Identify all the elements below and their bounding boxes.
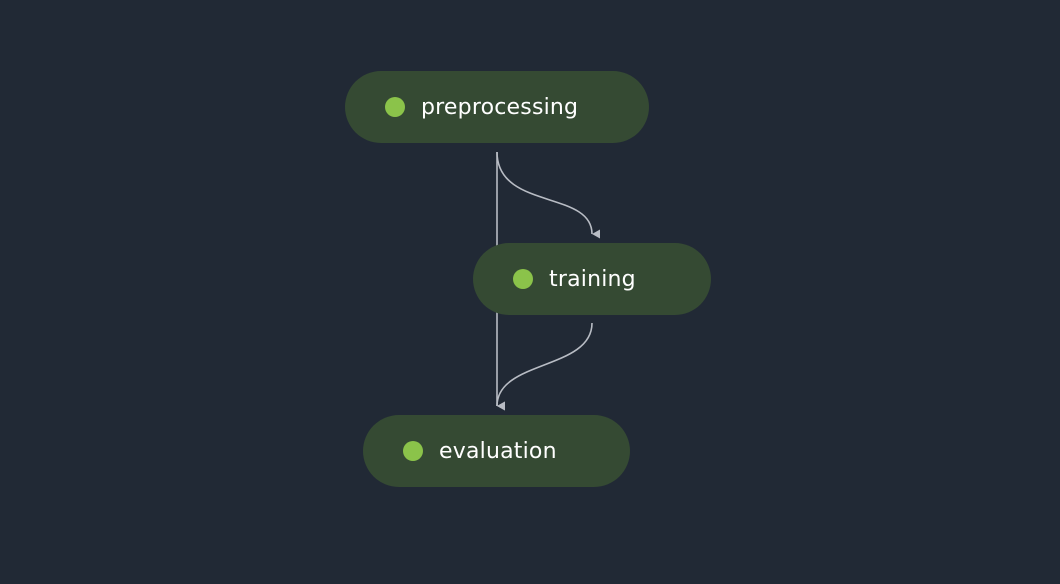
- edge-training-to-evaluation: [496, 322, 593, 411]
- node-training[interactable]: training: [473, 243, 711, 315]
- node-evaluation[interactable]: evaluation: [363, 415, 630, 487]
- node-label-preprocessing: preprocessing: [421, 94, 579, 120]
- node-preprocessing[interactable]: preprocessing: [345, 71, 649, 143]
- status-success-icon: [513, 269, 533, 289]
- status-success-icon: [403, 441, 423, 461]
- edge-preprocessing-to-training: [496, 151, 601, 239]
- node-label-evaluation: evaluation: [439, 438, 557, 464]
- node-label-training: training: [549, 266, 636, 292]
- status-success-icon: [385, 97, 405, 117]
